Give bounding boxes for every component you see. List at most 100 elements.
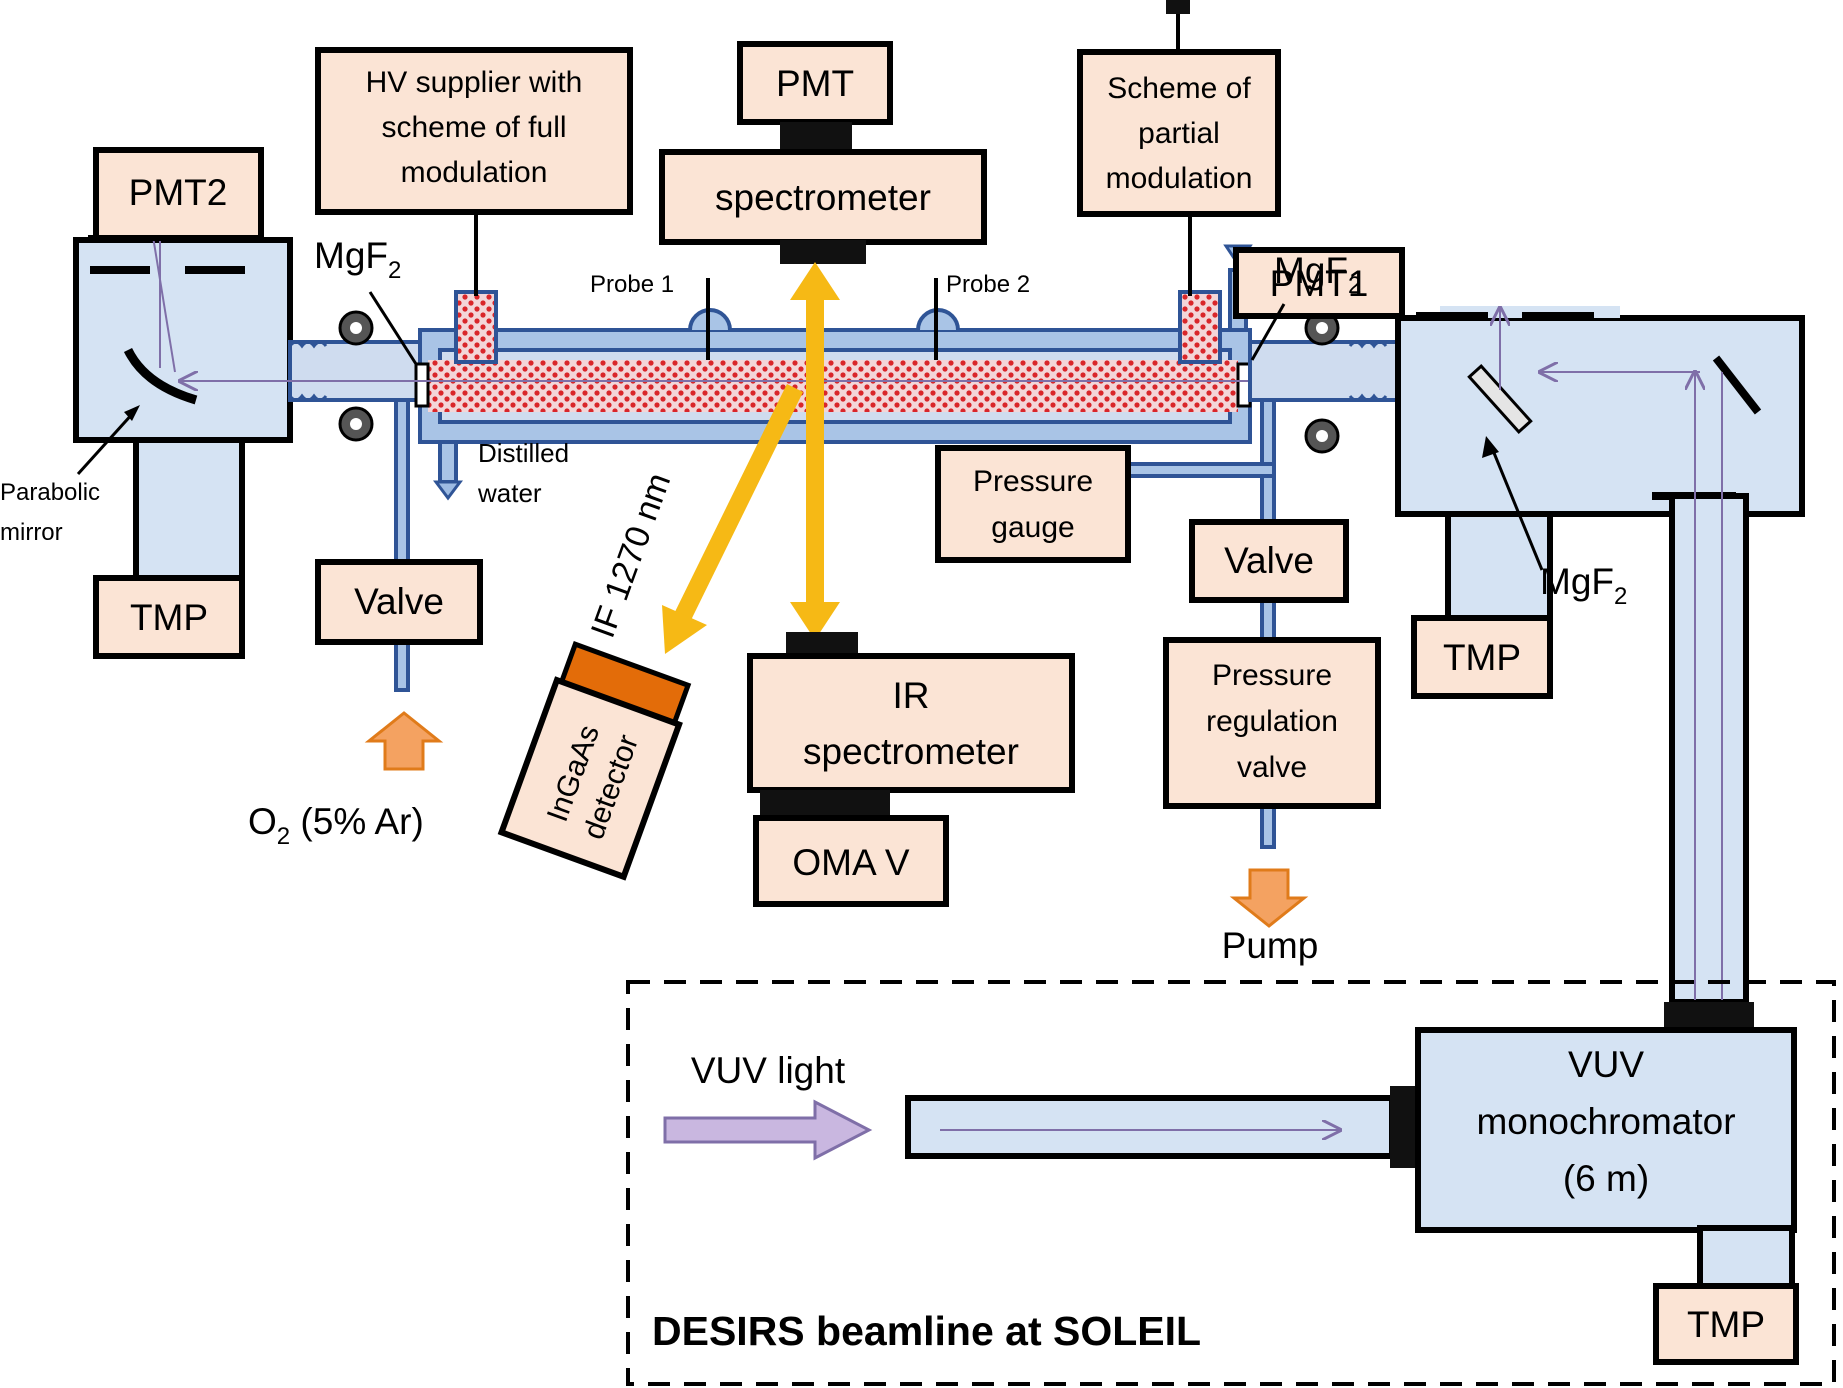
ir-beam-diagonal [673, 384, 804, 622]
mgf2-left-label: MgF2 [314, 235, 401, 284]
mgf2-window-left [414, 362, 430, 408]
spectrometer-label: spectrometer [715, 177, 931, 218]
desirs-beamline: VUV light VUV monochromator (6 m) TMP DE… [626, 980, 1836, 1386]
mono-label-2: monochromator [1476, 1101, 1735, 1142]
mono-entrance-flange [1390, 1086, 1418, 1168]
valve-left: Valve [315, 559, 483, 645]
vuv-riser-tube [1669, 493, 1749, 1005]
prv-label-2: regulation [1206, 705, 1338, 738]
callouts: MgF2 MgF2 MgF2 Probe 1 Probe 2 Parabolic… [0, 235, 1627, 966]
pmt1-box [1233, 247, 1405, 319]
parabolic-label-2: mirror [0, 519, 63, 546]
ir-spectrometer-box [747, 653, 1075, 793]
mgf2-lower-pointer [1490, 447, 1544, 571]
left-chamber-assembly: PMT2 TMP [73, 147, 293, 659]
monochromator-box [1415, 1027, 1797, 1233]
prv-label-1: Pressure [1212, 659, 1332, 692]
right-chamber [1395, 315, 1805, 517]
spectrometer-slit-block [780, 240, 866, 264]
tmp-right-box [1411, 615, 1553, 699]
probe2-label: Probe 2 [946, 271, 1030, 298]
reflected-ray-b [150, 218, 176, 373]
pmt-top-label: PMT [776, 63, 854, 104]
pump-arrow [1229, 868, 1309, 928]
vuv-riser [1664, 372, 1754, 1032]
hv-label-2: scheme of full [381, 111, 566, 144]
partial-label-1: Scheme of [1107, 72, 1251, 105]
right-chamber-neck [1445, 507, 1553, 633]
mgf2-left-pointer [368, 291, 418, 365]
water-outlet [438, 440, 458, 484]
hv-label-1: HV supplier with [366, 66, 583, 99]
mgf2-lower-label: MgF2 [1540, 561, 1627, 610]
mgf2-right-pointer [1250, 303, 1286, 361]
parabolic-mirror [123, 347, 198, 405]
pmt1-label: PMT1 [1270, 263, 1369, 304]
ir-beams [662, 262, 840, 654]
o2-arrow [364, 711, 444, 771]
ingaas-body [497, 676, 683, 881]
pressure-gauge: Pressure gauge [935, 445, 1131, 563]
vuv-light-arrow [663, 1099, 873, 1161]
ir-beam-arrow-detector [662, 605, 707, 654]
o2-label: O2 (5% Ar) [248, 801, 424, 850]
discharge-tube-assembly [180, 278, 1470, 444]
oma-coupler [760, 790, 890, 818]
beamline-pipe [905, 1095, 1395, 1159]
ingaas-detector: InGaAs detector [497, 640, 692, 881]
tmp-right-label: TMP [1443, 637, 1521, 678]
valve-right-box [1189, 519, 1349, 603]
mgf2-beamsplitter [1467, 364, 1533, 434]
parabolic-label-1: Parabolic [0, 479, 100, 506]
gas-lines [364, 244, 1309, 928]
mono-label-3: (6 m) [1563, 1158, 1649, 1199]
parabolic-pointer [76, 410, 136, 476]
desirs-frame [626, 980, 1836, 1386]
valve-left-label: Valve [354, 581, 444, 622]
ir-spectrometer: IR spectrometer OMA V [747, 632, 1075, 907]
distilled-label-1: Distilled [478, 438, 569, 468]
partial-modulation-box [1077, 49, 1281, 217]
oma-label: OMA V [792, 842, 910, 883]
turning-mirror [1712, 355, 1762, 415]
pump-line-mid [1260, 598, 1276, 642]
partial-label-3: modulation [1106, 162, 1253, 195]
plasma-region [428, 360, 1238, 412]
valve-right-label: Valve [1224, 540, 1314, 581]
left-chamber-neck [133, 437, 245, 593]
o2-inlet-line-lower [394, 638, 410, 692]
prv-label-3: valve [1237, 751, 1307, 784]
ir-label-2: spectrometer [803, 731, 1019, 772]
pressure-gauge-box [935, 445, 1131, 563]
vuv-light-label: VUV light [691, 1050, 846, 1091]
gauge-line [1126, 462, 1276, 478]
o2-inlet-line [394, 398, 410, 582]
partial-modulation: Scheme of partial modulation [1077, 0, 1281, 296]
tmp-left-label: TMP [130, 597, 208, 638]
desirs-label: DESIRS beamline at SOLEIL [652, 1308, 1201, 1354]
ir-label-1: IR [893, 675, 930, 716]
pressure-gauge-label-1: Pressure [973, 465, 1093, 498]
ir-beam-arrow-down [790, 602, 840, 640]
probe1-label: Probe 1 [590, 271, 674, 298]
left-electrode-port [454, 290, 498, 364]
pump-line-lower [1260, 803, 1276, 849]
ir-beam-arrow-up [790, 262, 840, 300]
right-flange [1248, 310, 1402, 454]
tmp-bottom-box [1653, 1283, 1799, 1365]
mgf2-right-label: MgF2 [1274, 250, 1361, 299]
partial-label-2: partial [1138, 117, 1220, 150]
distilled-label-2: water [477, 478, 542, 508]
valve-left-box [315, 559, 483, 645]
pressure-gauge-label-2: gauge [991, 511, 1074, 544]
pump-label: Pump [1222, 925, 1319, 966]
right-electrode-port [1178, 290, 1222, 364]
water-out-arrow [433, 480, 463, 501]
pmt2-box [93, 147, 264, 241]
pmt-coupler [780, 122, 852, 152]
pressure-regulation-valve: Pressure regulation valve [1163, 637, 1381, 809]
oma-box [753, 815, 949, 907]
hv-supplier: HV supplier with scheme of full modulati… [315, 47, 633, 296]
mono-label-1: VUV [1568, 1044, 1644, 1085]
tmp-left-box [93, 575, 245, 659]
